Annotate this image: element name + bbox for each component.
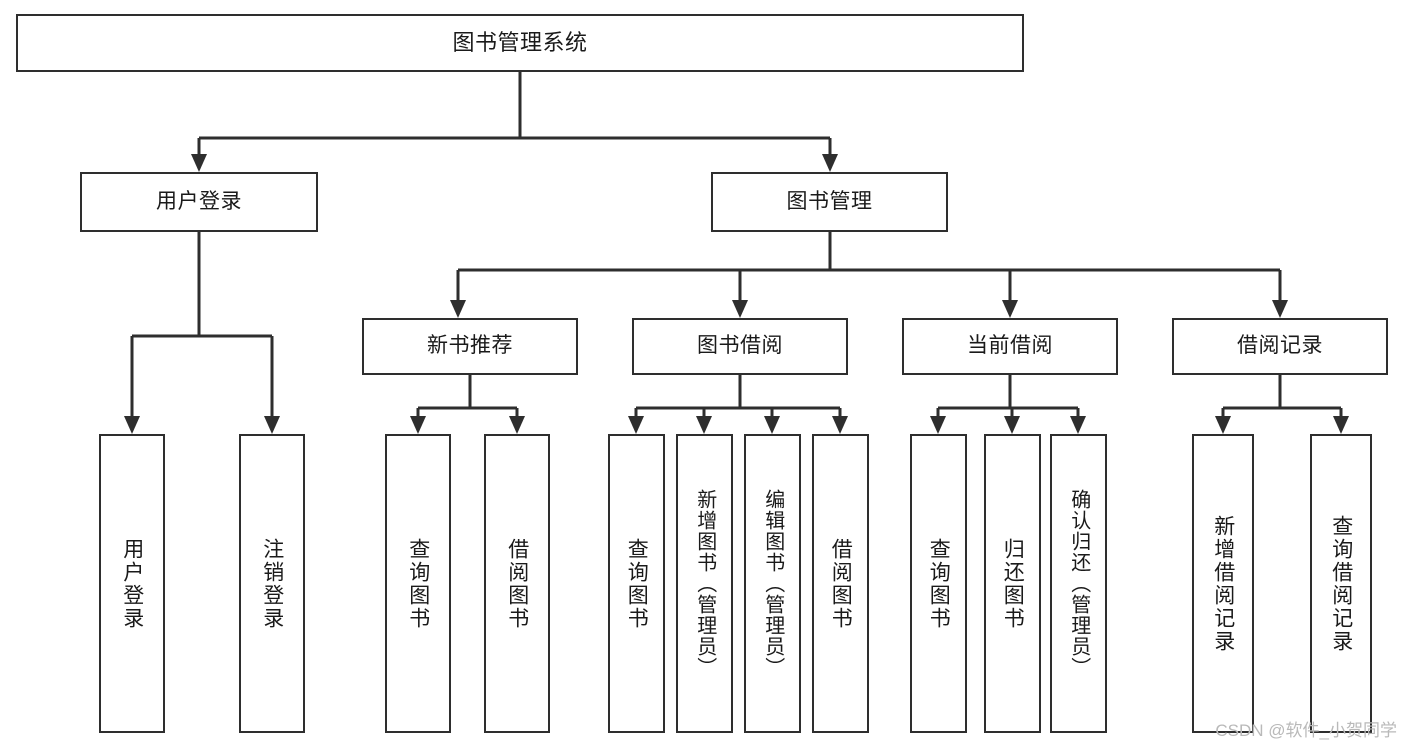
leaf-node-10-label: 归还图书 — [1001, 537, 1025, 630]
edge-books-to-level2-3-head — [1002, 300, 1018, 318]
level2-node-4[interactable]: 借阅记录 — [1172, 318, 1388, 375]
edge-books-to-level2-1-head — [450, 300, 466, 318]
leaf-node-2-label: 注销登录 — [260, 537, 284, 630]
leaf-node-6-label: 新增图书（管理员） — [693, 489, 716, 678]
level2-node-2-label: 图书借阅 — [697, 334, 783, 358]
leaf-node-1[interactable]: 用户登录 — [99, 434, 165, 733]
level1-node-2[interactable]: 图书管理 — [711, 172, 948, 232]
leaf-node-12-label: 新增借阅记录 — [1211, 514, 1235, 653]
edge-group4-to-leaf-2-head — [1333, 416, 1349, 434]
edge-books-to-level2-4-head — [1272, 300, 1288, 318]
leaf-node-3[interactable]: 查询图书 — [385, 434, 451, 733]
edge-group3-to-leaf-3-head — [1070, 416, 1086, 434]
leaf-node-4-label: 借阅图书 — [505, 537, 529, 630]
leaf-node-5-label: 查询图书 — [625, 537, 649, 630]
edge-group2-to-leaf-3-head — [764, 416, 780, 434]
level1-node-2-label: 图书管理 — [786, 189, 873, 213]
leaf-node-11[interactable]: 确认归还（管理员） — [1050, 434, 1107, 733]
level1-node-1[interactable]: 用户登录 — [80, 172, 318, 232]
leaf-node-1-label: 用户登录 — [120, 537, 144, 630]
edge-login-to-leaf-1-head — [124, 416, 140, 434]
edge-books-to-level2-2-head — [732, 300, 748, 318]
leaf-node-7-label: 编辑图书（管理员） — [761, 489, 784, 678]
level2-node-4-label: 借阅记录 — [1237, 334, 1323, 358]
leaf-node-10[interactable]: 归还图书 — [984, 434, 1041, 733]
leaf-node-9[interactable]: 查询图书 — [910, 434, 967, 733]
leaf-node-8-label: 借阅图书 — [829, 537, 853, 630]
root-node-system[interactable]: 图书管理系统 — [16, 14, 1024, 72]
edge-root-to-level1-1-head — [191, 154, 207, 172]
edge-group2-to-leaf-2-head — [696, 416, 712, 434]
edge-group2-to-leaf-4-head — [832, 416, 848, 434]
leaf-node-7[interactable]: 编辑图书（管理员） — [744, 434, 801, 733]
leaf-node-2[interactable]: 注销登录 — [239, 434, 305, 733]
edge-group3-to-leaf-2-head — [1004, 416, 1020, 434]
leaf-node-8[interactable]: 借阅图书 — [812, 434, 869, 733]
edge-group2-to-leaf-1-head — [628, 416, 644, 434]
leaf-node-4[interactable]: 借阅图书 — [484, 434, 550, 733]
level1-node-1-label: 用户登录 — [156, 189, 242, 213]
level2-node-3[interactable]: 当前借阅 — [902, 318, 1118, 375]
edge-root-to-level1-2-head — [822, 154, 838, 172]
level2-node-1-label: 新书推荐 — [427, 334, 513, 358]
level2-node-3-label: 当前借阅 — [967, 334, 1053, 358]
leaf-node-13-label: 查询借阅记录 — [1329, 514, 1353, 653]
leaf-node-13[interactable]: 查询借阅记录 — [1310, 434, 1372, 733]
leaf-node-9-label: 查询图书 — [927, 537, 951, 630]
leaf-node-3-label: 查询图书 — [406, 537, 430, 630]
leaf-node-6[interactable]: 新增图书（管理员） — [676, 434, 733, 733]
leaf-node-11-label: 确认归还（管理员） — [1067, 489, 1090, 678]
edge-group3-to-leaf-1-head — [930, 416, 946, 434]
edge-group1-to-leaf-2-head — [509, 416, 525, 434]
level2-node-1[interactable]: 新书推荐 — [362, 318, 578, 375]
edge-group4-to-leaf-1-head — [1215, 416, 1231, 434]
csdn-watermark: CSDN @软件_小贺同学 — [1215, 721, 1397, 740]
level2-node-2[interactable]: 图书借阅 — [632, 318, 848, 375]
edge-login-to-leaf-2-head — [264, 416, 280, 434]
edge-group1-to-leaf-1-head — [410, 416, 426, 434]
leaf-node-5[interactable]: 查询图书 — [608, 434, 665, 733]
leaf-node-12[interactable]: 新增借阅记录 — [1192, 434, 1254, 733]
root-node-system-label: 图书管理系统 — [452, 30, 588, 56]
